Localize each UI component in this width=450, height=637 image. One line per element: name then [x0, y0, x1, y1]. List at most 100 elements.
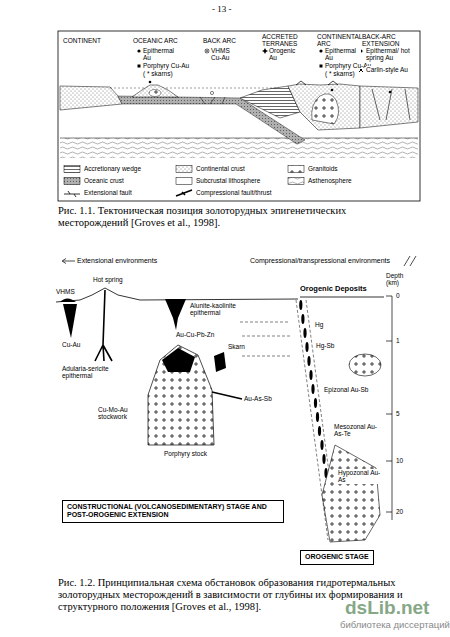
environment-header: Compressional/transpressional environmen…: [250, 257, 390, 265]
deposit-type: Epithermal Au: [325, 47, 361, 62]
deposit-label: Au-Cu-Pb-Zn: [176, 331, 214, 338]
deposit-label: Au-As-Sb: [244, 395, 272, 402]
cross-section: [60, 138, 418, 139]
shear-zone: [309, 370, 312, 380]
deposit-symbol: [206, 50, 209, 53]
deposit-label: Hg-Sb: [316, 342, 334, 349]
deposit-label: VHMS: [56, 288, 75, 295]
stage-title: OROGENIC STAGE: [305, 553, 369, 561]
deposit-type: VHMS Cu-Au: [211, 47, 237, 62]
cross-section: [372, 89, 410, 120]
legend-swatch: [64, 166, 80, 173]
ore-body: [162, 348, 195, 372]
cross-section: [288, 84, 360, 130]
deposit-label: Hg: [315, 321, 323, 328]
deposit-type: Epithermal Au: [143, 47, 179, 62]
granite-body: [322, 445, 380, 542]
legend-text: Compressional fault/thrust: [196, 189, 272, 196]
shear-zone: [299, 300, 302, 310]
legend-text: Subcrustal lithosphere: [196, 177, 260, 184]
deposit-label: Porphyry stock: [164, 450, 207, 457]
deposit-symbol: [319, 49, 322, 52]
setting-header: BACK-ARC EXTENSION: [362, 33, 412, 48]
deposit-label: Hot spring: [93, 276, 123, 283]
legend-swatch: [288, 178, 304, 185]
ore-body: [212, 392, 242, 399]
depth-axis: [386, 296, 392, 520]
cross-section: [210, 91, 213, 94]
legend-text: Extensional fault: [84, 189, 132, 196]
depth-axis: [386, 296, 392, 520]
deposit-symbol: [138, 65, 141, 68]
shear-zone: [318, 426, 321, 436]
granite-body: [322, 354, 381, 542]
legend-swatch: [64, 178, 80, 185]
legend-swatch: [64, 166, 80, 173]
deposit-symbol: [262, 48, 268, 54]
direction-arrow: [62, 256, 416, 266]
deposit-symbol: [320, 65, 323, 68]
legend-swatch: [176, 178, 192, 185]
shear-zone: [307, 356, 310, 366]
shear-zone: [320, 440, 323, 450]
cross-section: [200, 97, 225, 104]
setting-header: ACCRETED TERRANES: [262, 33, 304, 48]
ore-body: [60, 290, 290, 445]
deposit-type: Carlin-style Au: [366, 66, 408, 73]
stage-box: OROGENIC STAGE: [300, 550, 374, 565]
setting-header: CONTINENT: [63, 37, 101, 44]
deposit-label: Hypozonal Au-As: [338, 469, 382, 484]
ore-body: [148, 345, 214, 445]
depth-tick: 1: [396, 337, 400, 344]
ore-body: [240, 322, 290, 356]
cross-section: [60, 138, 418, 158]
depth-tick: 5: [396, 410, 400, 417]
cross-section: [312, 94, 339, 124]
shear-zone: [305, 342, 308, 352]
deposit-type: Epithermal/ hot spring Au: [366, 47, 410, 62]
page-number: - 13 -: [212, 4, 232, 14]
ore-body: [214, 352, 226, 372]
legend-swatch: [176, 166, 192, 173]
deposit-label: Alunite-kaolinite epithermal: [190, 302, 245, 317]
cross-section: [149, 90, 161, 97]
shear-zone: [316, 412, 319, 422]
deposit-type: Orogenic Au: [269, 47, 301, 62]
figure-frame: [58, 31, 420, 201]
deposit-type: Porphyry Cu-Au: [325, 62, 371, 69]
figure-frame: [58, 31, 420, 201]
deposit-symbol: [137, 49, 140, 52]
direction-arrow: [62, 259, 75, 264]
axis-title: Depth (km): [386, 272, 414, 287]
legend-swatch: [288, 166, 304, 173]
ore-body: [165, 299, 186, 330]
watermark: библиотека диссертаций: [340, 620, 450, 631]
deposit-symbol: [205, 49, 209, 53]
legend-swatch: [176, 166, 192, 173]
legend-text: Accretionary wedge: [84, 165, 141, 172]
legend-swatch: [176, 190, 192, 196]
shear-zone: [311, 384, 314, 394]
shear-zone: [322, 454, 325, 464]
deposit-label: Mesozonal Au-As-Te: [334, 423, 382, 438]
cross-section: [389, 91, 392, 94]
shear-zone: [303, 328, 306, 338]
shear-zone: [301, 314, 304, 324]
stage-title: CONSTRUCTIONAL (VOLCANOSEDIMENTARY) STAG…: [67, 503, 279, 519]
legend-swatch: [64, 191, 80, 197]
legend-text: Granitoids: [308, 165, 338, 172]
cross-section: [331, 89, 334, 92]
cross-section: [60, 86, 122, 110]
deposit-label: Cu-Au: [62, 341, 80, 348]
environment-header: Extensional environments: [77, 257, 157, 265]
legend-text: Continental crust: [196, 165, 245, 172]
deposit-type: Porphyry Cu-Au: [143, 62, 189, 69]
deposit-label: Adularia-sericite epithermal: [62, 365, 114, 380]
legend-swatch: [64, 178, 80, 185]
cross-section: [132, 85, 178, 97]
deposit-label: Cu-Mo-Au stockwork: [98, 406, 144, 421]
legend-swatch: [64, 191, 80, 197]
setting-header: BACK ARC: [203, 37, 236, 44]
legend-swatch: [288, 166, 304, 173]
